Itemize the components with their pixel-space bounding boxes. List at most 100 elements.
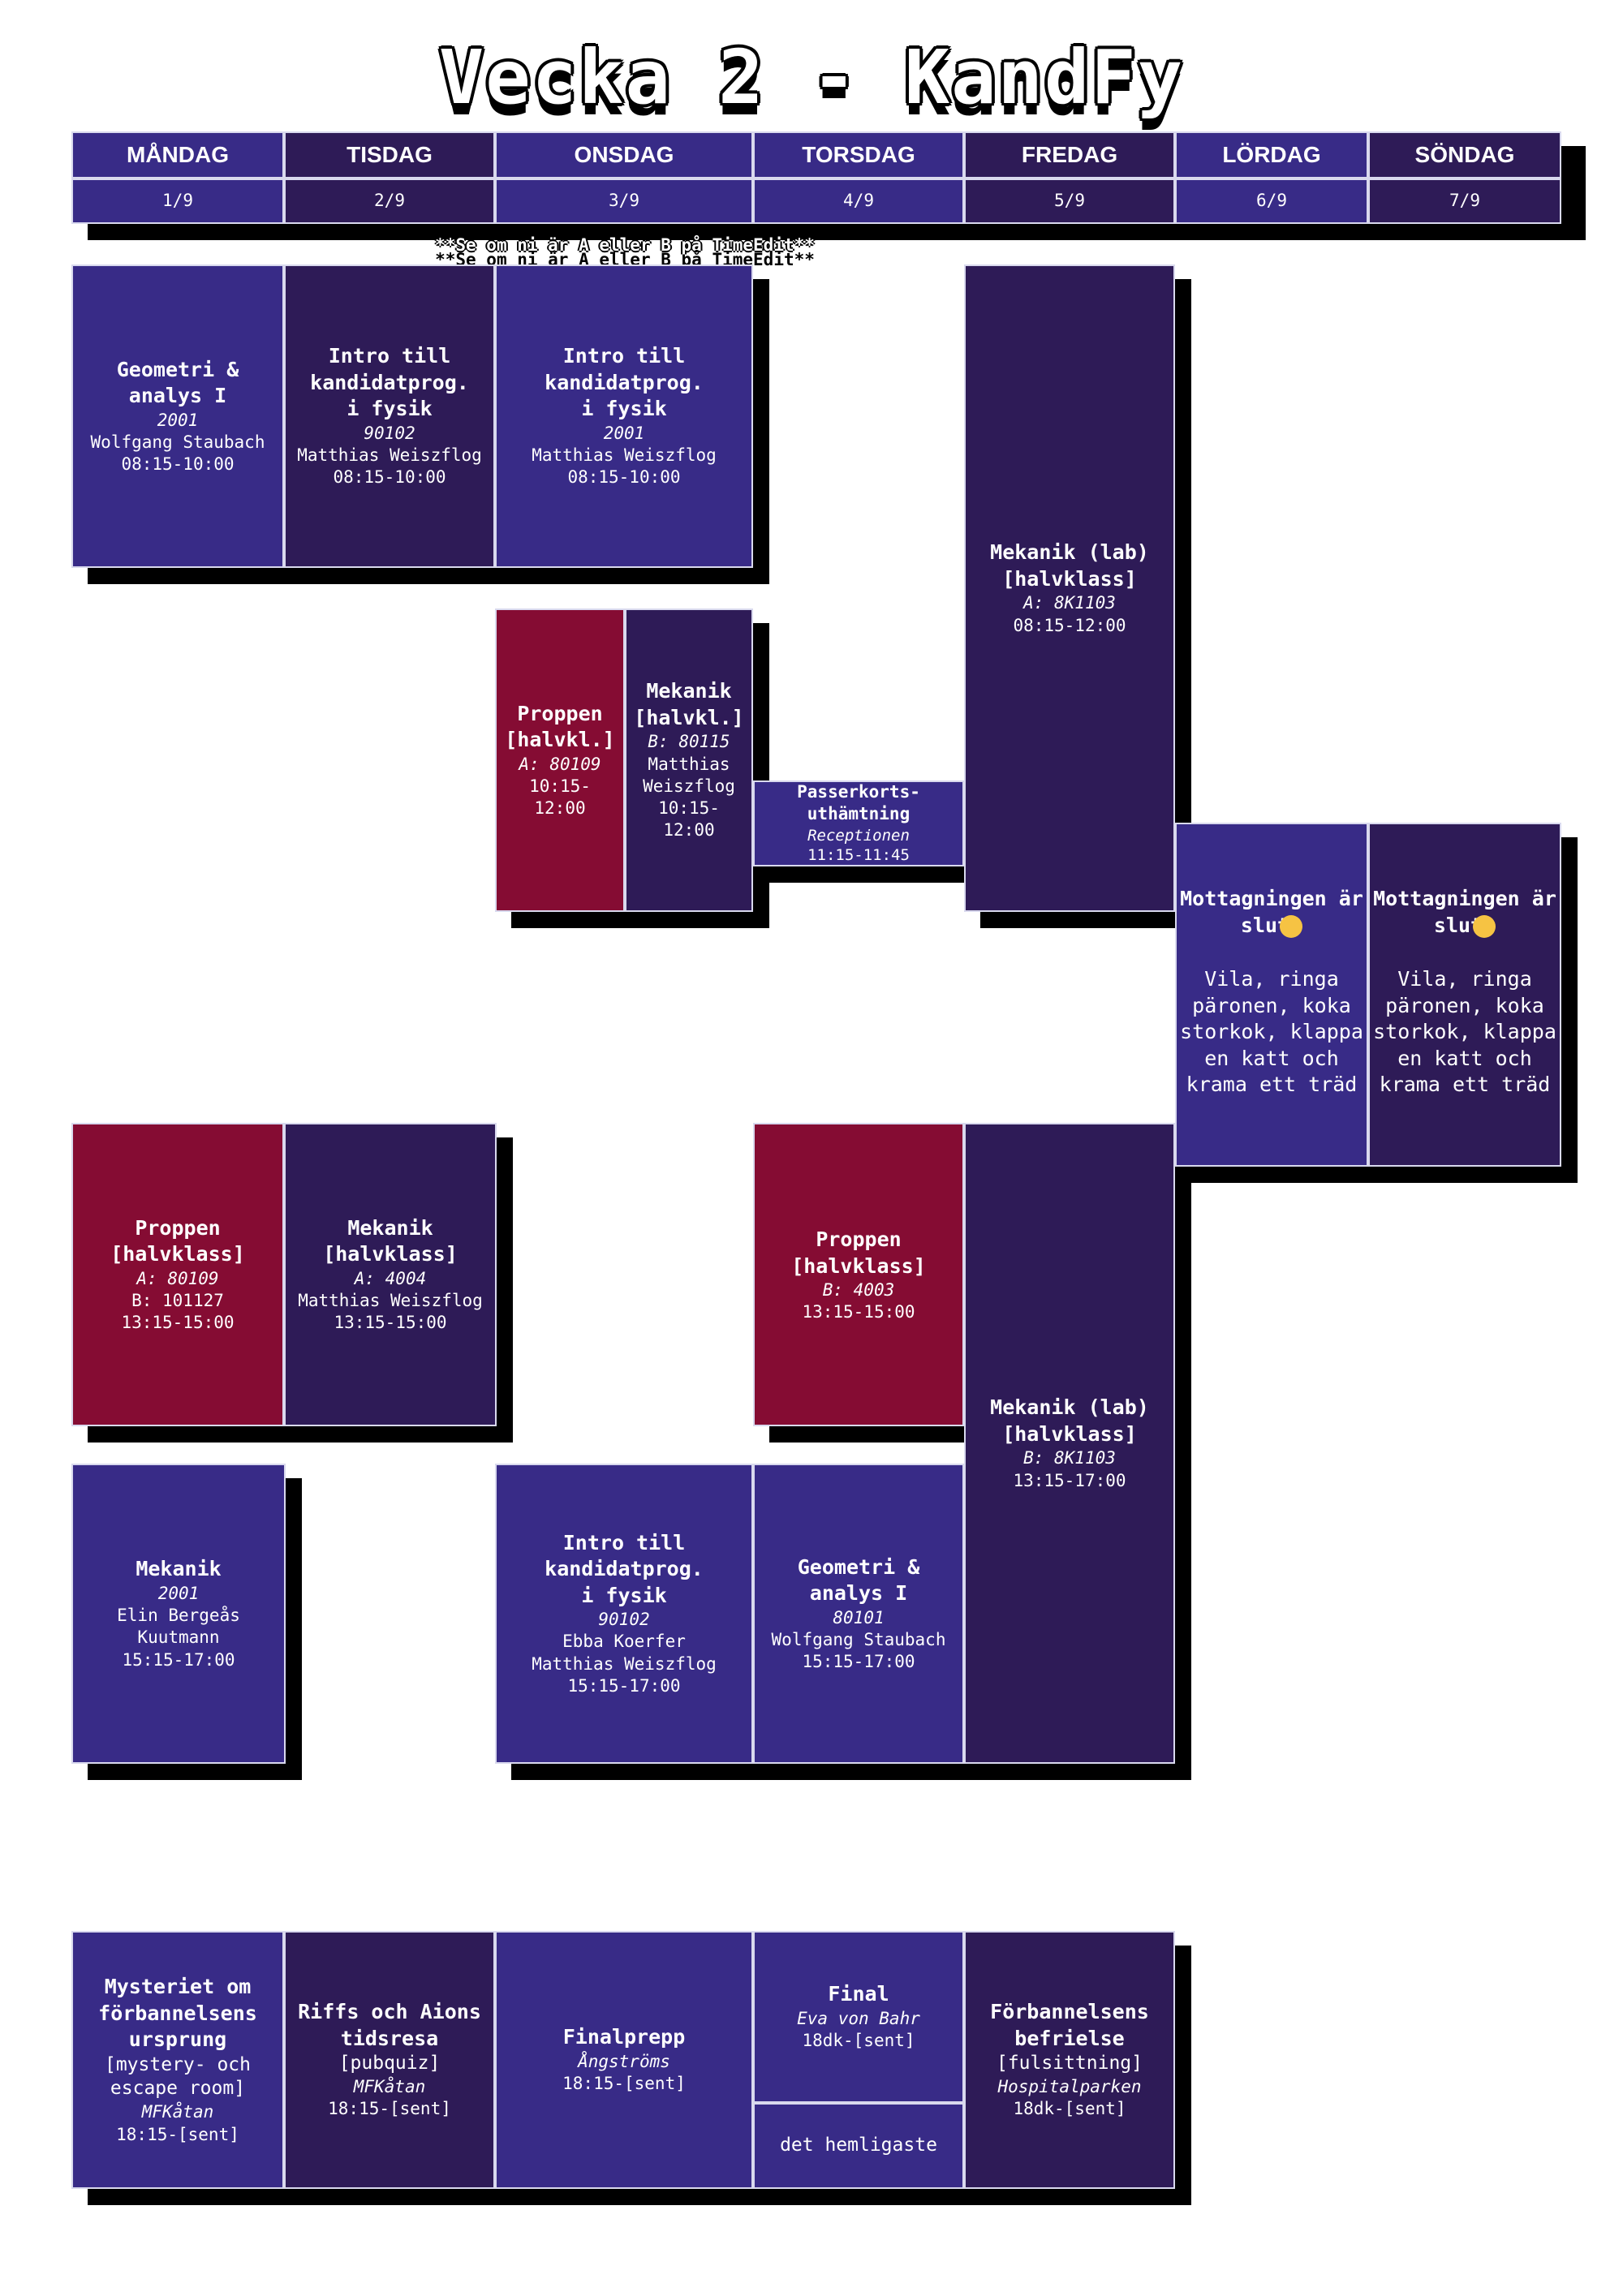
- event-sun-closed[interactable]: Mottagningen är slut Vila, ringa päronen…: [1368, 823, 1561, 1167]
- event-title: Final: [828, 1982, 889, 2006]
- event-thu-passerkort[interactable]: Passerkorts- uthämtning Receptionen 11:1…: [753, 780, 964, 866]
- event-title: befrielse: [1014, 2026, 1125, 2050]
- event-place: MFKåtan: [353, 2077, 426, 2097]
- event-title: [halvklass]: [1002, 566, 1137, 591]
- event-title: ursprung: [128, 2027, 227, 2052]
- event-title: Mekanik: [347, 1215, 433, 1240]
- day-header-sunday: SÖNDAG: [1368, 131, 1561, 178]
- event-title: i fysik: [581, 397, 667, 421]
- event-tag: [mystery- och: [104, 2053, 251, 2075]
- event-title: Förbannelsens: [990, 2000, 1149, 2024]
- event-room: 2001: [603, 423, 645, 443]
- event-time: 08:15-10:00: [567, 467, 681, 488]
- event-title: Finalprepp: [562, 2025, 686, 2049]
- event-tue-intro[interactable]: Intro till kandidatprog. i fysik 90102 M…: [284, 264, 495, 568]
- event-title: [halvkl.]: [505, 728, 615, 752]
- event-title: kandidatprog.: [545, 1557, 704, 1581]
- event-time: 08:15-10:00: [333, 467, 446, 488]
- event-time: 13:15-17:00: [1013, 1470, 1126, 1490]
- event-title: Proppen: [517, 701, 603, 725]
- event-time: 12:00: [534, 798, 586, 819]
- day-header-saturday: LÖRDAG: [1175, 131, 1368, 178]
- event-wed-mekanik[interactable]: Mekanik [halvkl.] B: 80115 Matthias Weis…: [625, 608, 753, 912]
- event-tue-mekanik[interactable]: Mekanik [halvklass] A: 4004 Matthias Wei…: [284, 1123, 497, 1426]
- event-mon-geometri[interactable]: Geometri & analys I 2001 Wolfgang Stauba…: [71, 264, 284, 568]
- event-tag: [fulsittning]: [996, 2053, 1143, 2075]
- event-mon-proppen[interactable]: Proppen [halvklass] A: 80109 B: 101127 1…: [71, 1123, 284, 1426]
- day-date-thursday: 4/9: [753, 178, 964, 224]
- event-room: A: 4004: [354, 1268, 427, 1288]
- event-fri-mekanik-lab-a[interactable]: Mekanik (lab) [halvklass] A: 8K1103 08:1…: [964, 264, 1175, 912]
- event-time: 18:15-[sent]: [116, 2124, 239, 2144]
- event-title: Intro till: [562, 1530, 686, 1554]
- event-wed-intro-afternoon[interactable]: Intro till kandidatprog. i fysik 90102 E…: [495, 1464, 753, 1764]
- event-title: Mysteriet om: [104, 1975, 252, 1999]
- event-thu-geometri[interactable]: Geometri & analys I 80101 Wolfgang Staub…: [753, 1464, 964, 1764]
- event-time: 08:15-10:00: [121, 454, 235, 475]
- event-thu-final[interactable]: Final Eva von Bahr 18dk-[sent]: [753, 1931, 964, 2103]
- event-title: [halvklass]: [323, 1242, 458, 1266]
- event-room: 2001: [157, 1583, 200, 1603]
- timeedit-note-shadow: **Se om ni är A eller B på TimeEdit**: [435, 235, 815, 255]
- event-time: 18:15-[sent]: [328, 2099, 451, 2119]
- event-room: Receptionen: [807, 826, 910, 845]
- event-title: Intro till: [562, 344, 686, 368]
- day-date-sunday: 7/9: [1368, 178, 1561, 224]
- event-title: Passerkorts-: [797, 782, 920, 802]
- event-title: Geometri &: [797, 1554, 920, 1579]
- event-wed-intro[interactable]: Intro till kandidatprog. i fysik 2001 Ma…: [495, 264, 753, 568]
- event-title: kandidatprog.: [310, 370, 469, 394]
- day-header-friday: FREDAG: [964, 131, 1175, 178]
- event-tue-riffs[interactable]: Riffs och Aions tidsresa [pubquiz] MFKåt…: [284, 1931, 495, 2189]
- event-thu-proppen[interactable]: Proppen [halvklass] B: 4003 13:15-15:00: [753, 1123, 964, 1426]
- event-place: MFKåtan: [141, 2102, 214, 2122]
- event-teacher: Wolfgang Staubach: [90, 432, 265, 452]
- event-fri-forbannelsens[interactable]: Förbannelsens befrielse [fulsittning] Ho…: [964, 1931, 1175, 2189]
- event-teacher: Kuutmann: [137, 1627, 220, 1648]
- event-room: 90102: [598, 1610, 650, 1630]
- event-room-b: B: 101127: [131, 1290, 224, 1310]
- event-wed-finalprepp[interactable]: Finalprepp Ångströms 18:15-[sent]: [495, 1931, 753, 2189]
- event-title: tidsresa: [340, 2026, 439, 2050]
- event-room: B: 4003: [822, 1280, 895, 1300]
- event-title: Mekanik: [646, 679, 732, 703]
- page-title-shadow: Vecka 2 - KandFy: [438, 45, 1185, 132]
- event-text: krama ett träd: [1379, 1073, 1551, 1096]
- event-teacher: Weiszflog: [643, 776, 735, 796]
- event-fri-mekanik-lab-b[interactable]: Mekanik (lab) [halvklass] B: 8K1103 13:1…: [964, 1123, 1175, 1764]
- event-text: päronen, koka: [1192, 993, 1351, 1017]
- event-time: 18dk-[sent]: [1013, 2099, 1126, 2119]
- event-place: Eva von Bahr: [797, 2008, 920, 2028]
- event-title: Mottagningen är: [1373, 887, 1556, 910]
- event-teacher: Matthias Weiszflog: [297, 445, 482, 466]
- day-date-wednesday: 3/9: [495, 178, 753, 224]
- event-time: 08:15-12:00: [1013, 615, 1126, 635]
- event-sat-closed[interactable]: Mottagningen är slut Vila, ringa päronen…: [1175, 823, 1368, 1167]
- day-date-saturday: 6/9: [1175, 178, 1368, 224]
- event-tag: [pubquiz]: [338, 2053, 441, 2075]
- event-place: Hospitalparken: [997, 2077, 1142, 2097]
- event-time: 12:00: [663, 820, 715, 841]
- event-title: uthämtning: [807, 804, 911, 824]
- event-text: en katt och: [1204, 1046, 1339, 1070]
- event-text: storkok, klappa: [1180, 1020, 1363, 1043]
- event-time: 18:15-[sent]: [562, 2074, 686, 2094]
- event-thu-secret[interactable]: det hemligaste: [753, 2103, 964, 2189]
- event-mon-mekanik[interactable]: Mekanik 2001 Elin Bergeås Kuutmann 15:15…: [71, 1464, 286, 1764]
- day-date-tuesday: 2/9: [284, 178, 495, 224]
- pensive-face-icon: [1473, 914, 1496, 938]
- event-title: kandidatprog.: [545, 370, 704, 394]
- event-time: 13:15-15:00: [802, 1302, 915, 1322]
- event-tue-proppen[interactable]: Proppen [halvkl.] A: 80109 10:15- 12:00: [495, 608, 625, 912]
- event-title: Riffs och Aions: [298, 2000, 481, 2024]
- event-title: i fysik: [347, 397, 433, 421]
- event-text: Vila, ringa: [1204, 967, 1339, 991]
- day-date-monday: 1/9: [71, 178, 284, 224]
- event-mon-mysteriet[interactable]: Mysteriet om förbannelsens ursprung [mys…: [71, 1931, 284, 2189]
- event-title: Intro till: [328, 344, 451, 368]
- event-teacher: Wolfgang Staubach: [771, 1629, 946, 1649]
- event-time: 13:15-15:00: [334, 1313, 447, 1333]
- event-teacher: Elin Bergeås: [117, 1605, 240, 1625]
- event-title: förbannelsens: [98, 2001, 257, 2025]
- event-title: analys I: [128, 384, 227, 408]
